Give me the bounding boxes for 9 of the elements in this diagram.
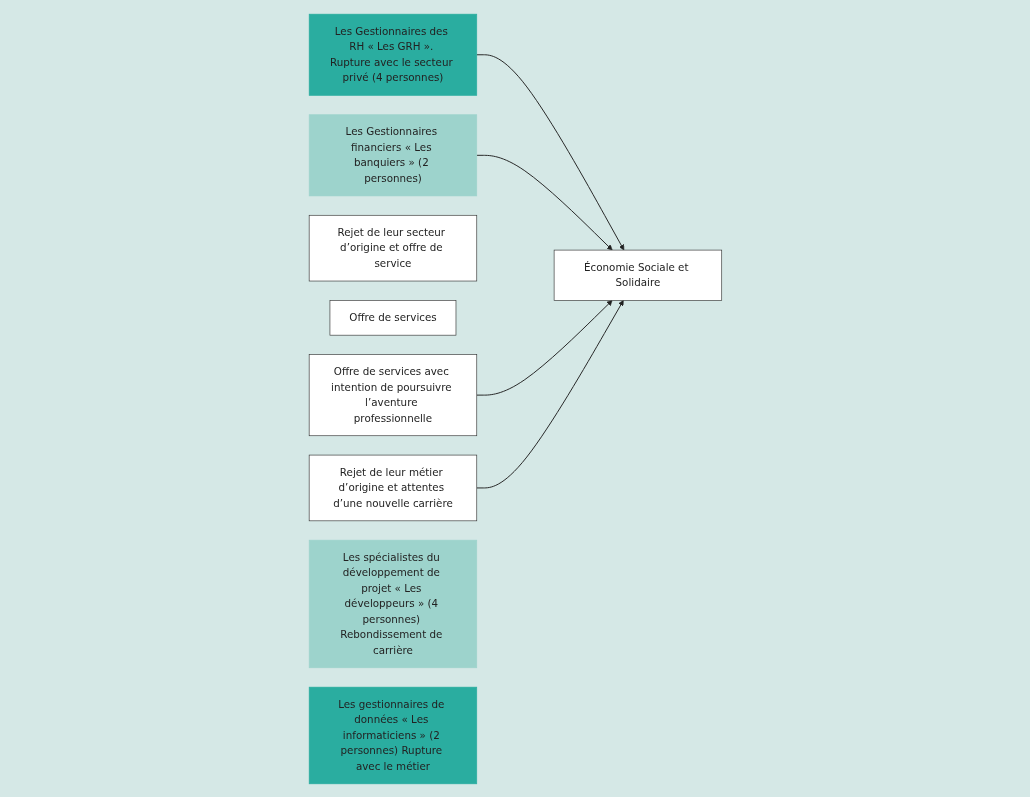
node-box: Les Gestionnaires financiers « Les banquiers » (2 personnes) [308,113,477,196]
node-box: Les spécialistes du développement de projet « Les développeurs » (4 personnes) Rebondissement de carrière [308,539,477,668]
node-box: Les Gestionnaires des RH « Les GRH ». Rupture avec le secteur privé (4 personnes) [308,13,477,96]
node-box: Les gestionnaires de données « Les informaticiens » (2 personnes) Rupture avec le métier [308,686,477,784]
node-box: Offre de services [329,299,456,335]
node-box: Offre de services avec intention de poursuivre l’aventure professionnelle [308,353,477,436]
node-box: Rejet de leur métier d’origine et attentes d’une nouvelle carrière [308,454,477,521]
node-box: Rejet de leur secteur d’origine et offre de service [308,214,477,281]
node-box: Économie Sociale et Solidaire [553,249,722,301]
